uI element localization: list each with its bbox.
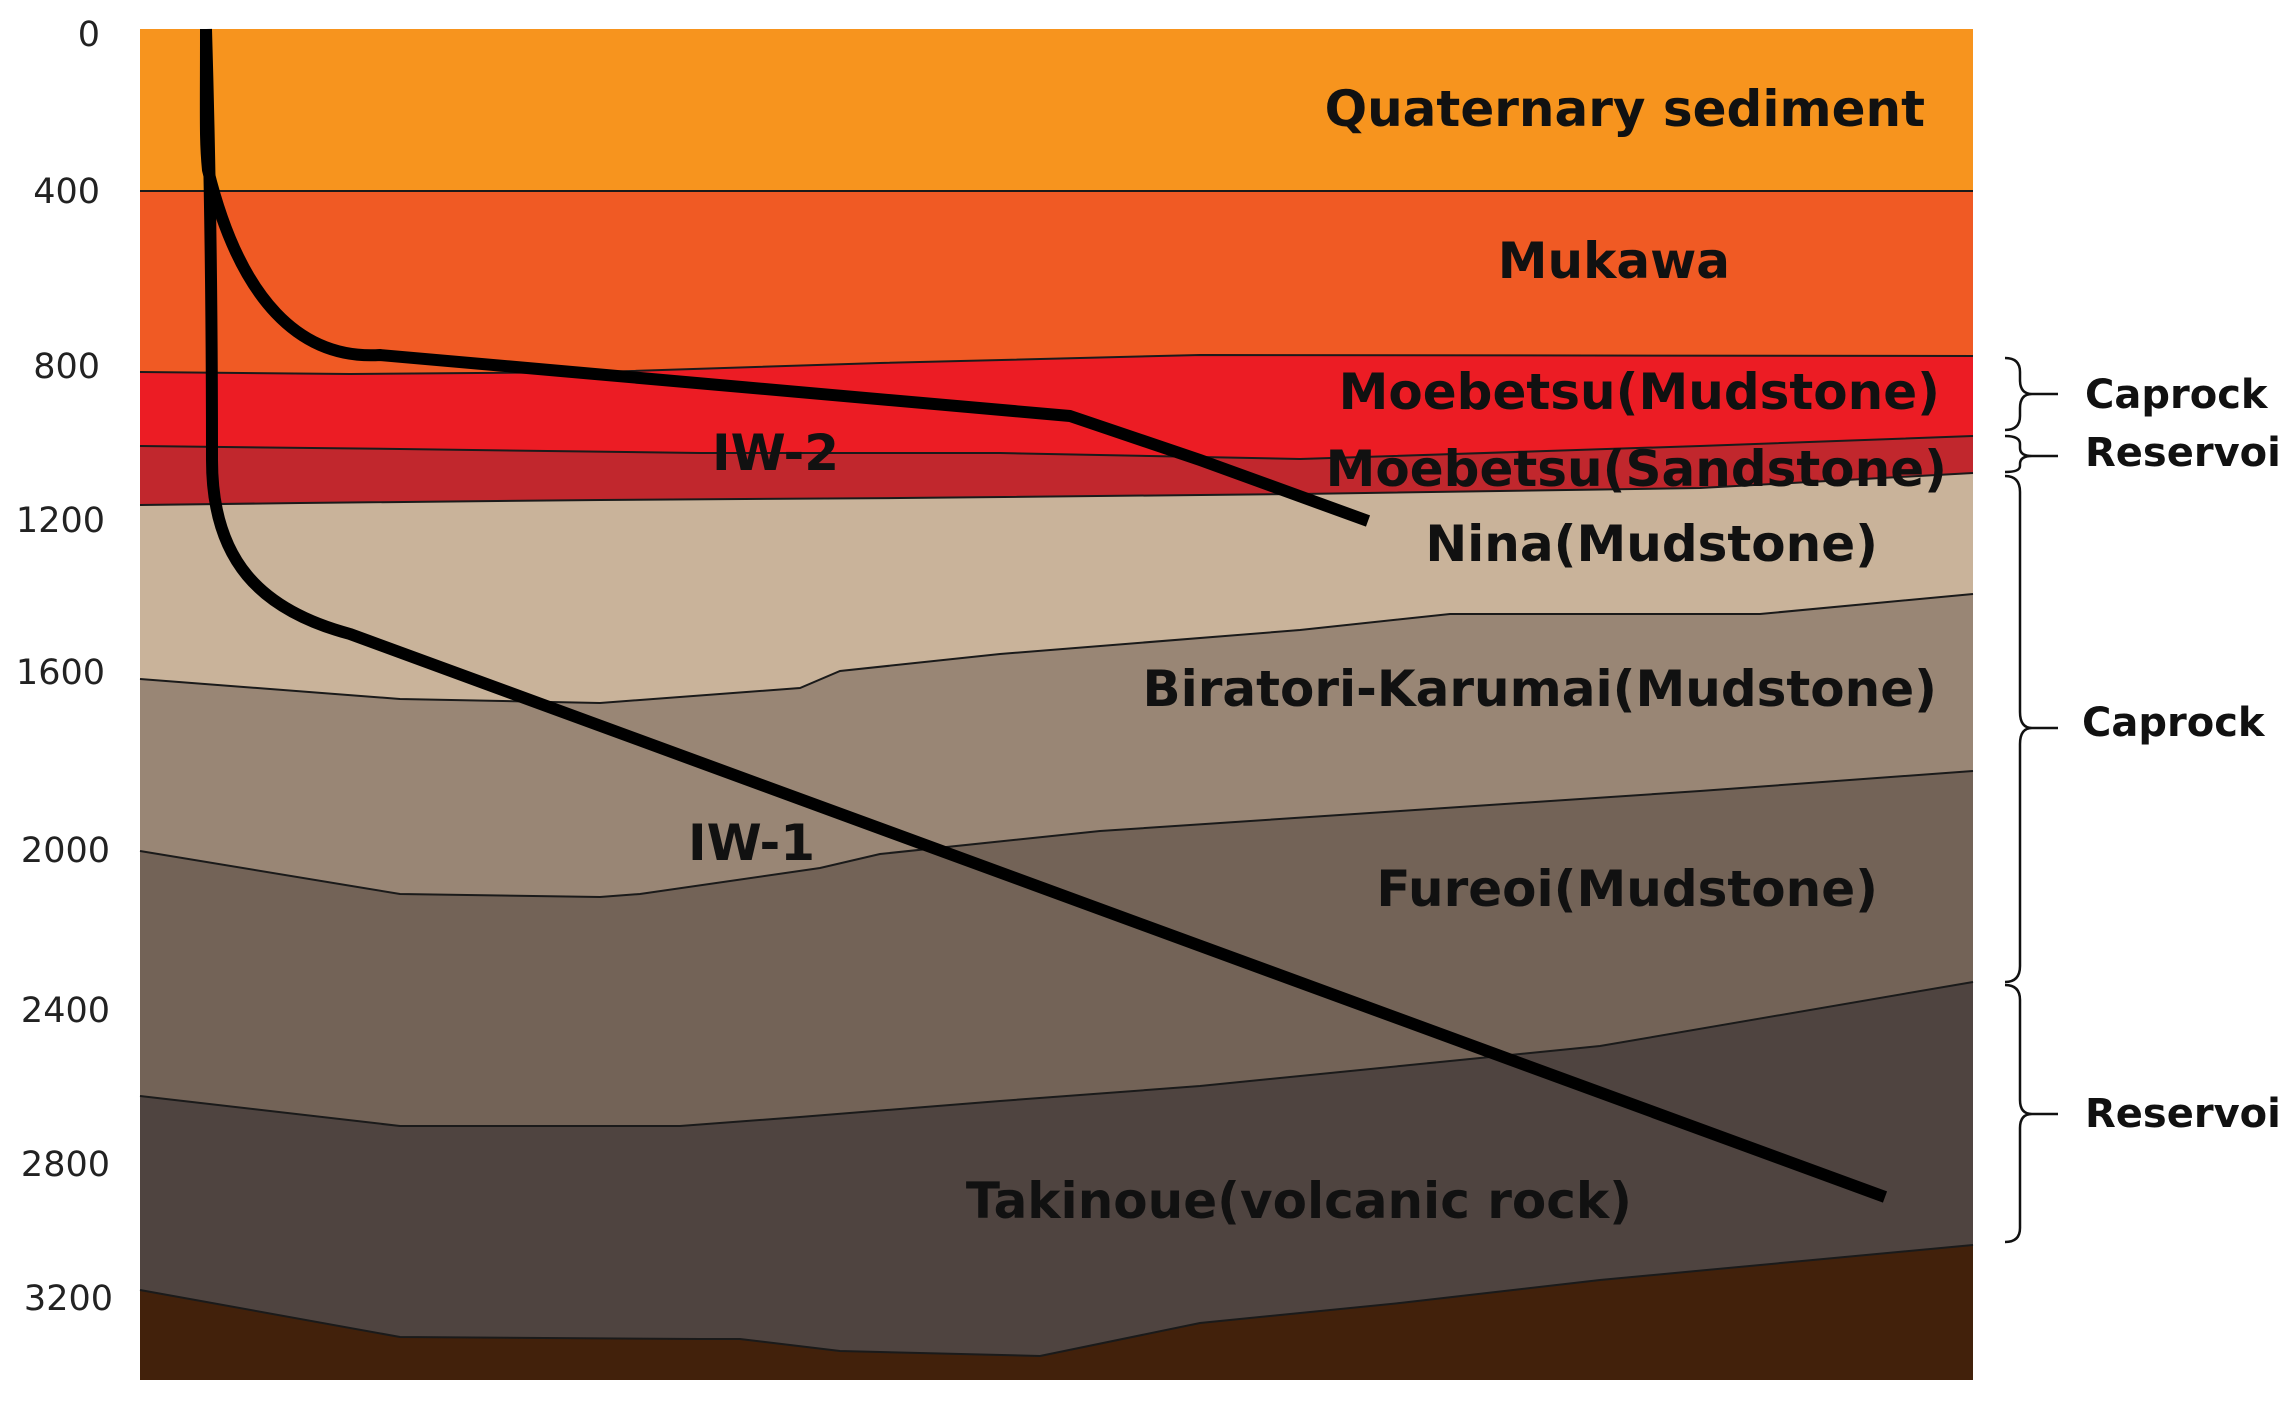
depth-tick-label: 2400 <box>21 991 110 1031</box>
zone-labels: Caprock Reservoir Caprock Reservoir <box>2082 372 2281 1137</box>
layer-quaternary <box>140 29 1973 191</box>
bracket-reservoir-upper <box>2004 434 2033 474</box>
boundary-line <box>139 472 1974 506</box>
formation-label-biratori-karumai-mudstone: Biratori-Karumai(Mudstone) <box>1142 660 1937 718</box>
depth-tick-label: 2000 <box>21 831 110 871</box>
well-trajectories <box>199 28 1888 1203</box>
boundary-line <box>139 770 1974 899</box>
bracket-reservoir-lower <box>2004 983 2033 1244</box>
zone-label-caprock-upper: Caprock <box>2085 372 2269 418</box>
depth-tick-label: 2800 <box>21 1145 110 1185</box>
formation-label-moebetsu-mudstone: Moebetsu(Mudstone) <box>1339 363 1940 421</box>
layer-basement <box>140 1245 1973 1380</box>
boundary-line <box>139 1244 1974 1358</box>
depth-tick-label: 1200 <box>16 501 105 541</box>
boundary-line <box>139 981 1974 1127</box>
depth-tick-label: 0 <box>78 15 100 55</box>
well-label-iw-1: IW-1 <box>688 814 815 872</box>
bracket-caprock-upper <box>2004 356 2033 432</box>
layer-nina-mudstone <box>140 473 1973 703</box>
layer-biratori-karumai-mudstone <box>140 594 1973 897</box>
formation-label-quaternary: Quaternary sediment <box>1325 80 1925 138</box>
zone-label-caprock-lower: Caprock <box>2082 700 2266 746</box>
boundary-line <box>139 593 1974 705</box>
layer-moebetsu-sandstone <box>140 436 1973 505</box>
formation-label-takinoue-volcanic-rock: Takinoue(volcanic rock) <box>966 1172 1632 1230</box>
depth-axis: 0 400 800 1200 1600 2000 2400 2800 3200 <box>16 15 113 1319</box>
formation-label-mukawa: Mukawa <box>1498 232 1730 290</box>
formation-label-fureoi-mudstone: Fureoi(Mudstone) <box>1376 860 1878 918</box>
layer-fureoi-mudstone <box>140 771 1973 1126</box>
depth-tick-label: 3200 <box>24 1279 113 1319</box>
boundary-line <box>139 353 1974 376</box>
formation-labels: Quaternary sediment Mukawa Moebetsu(Muds… <box>966 80 1947 1230</box>
layer-takinoue-volcanic-rock <box>140 982 1973 1356</box>
formation-label-moebetsu-sandstone: Moebetsu(Sandstone) <box>1326 440 1947 498</box>
zone-label-reservoir-lower: Reservoir <box>2085 1091 2281 1137</box>
depth-tick-label: 800 <box>33 347 100 387</box>
formation-layers <box>140 29 1973 1380</box>
layer-moebetsu-mudstone <box>140 355 1973 459</box>
well-iw-1-trajectory <box>200 28 1888 1203</box>
boundary-line <box>139 435 1974 461</box>
bracket-caprock-lower <box>2004 474 2033 984</box>
formation-boundaries <box>139 190 1974 1358</box>
layer-mukawa <box>140 191 1973 374</box>
depth-tick-label: 1600 <box>16 653 105 693</box>
well-label-iw-2: IW-2 <box>712 424 839 482</box>
zone-brackets <box>2004 356 2058 1244</box>
depth-tick-label: 400 <box>33 172 100 212</box>
well-labels: IW-2 IW-1 <box>688 424 839 872</box>
formation-label-nina-mudstone: Nina(Mudstone) <box>1425 515 1878 573</box>
zone-label-reservoir-upper: Reservoir <box>2085 430 2281 476</box>
